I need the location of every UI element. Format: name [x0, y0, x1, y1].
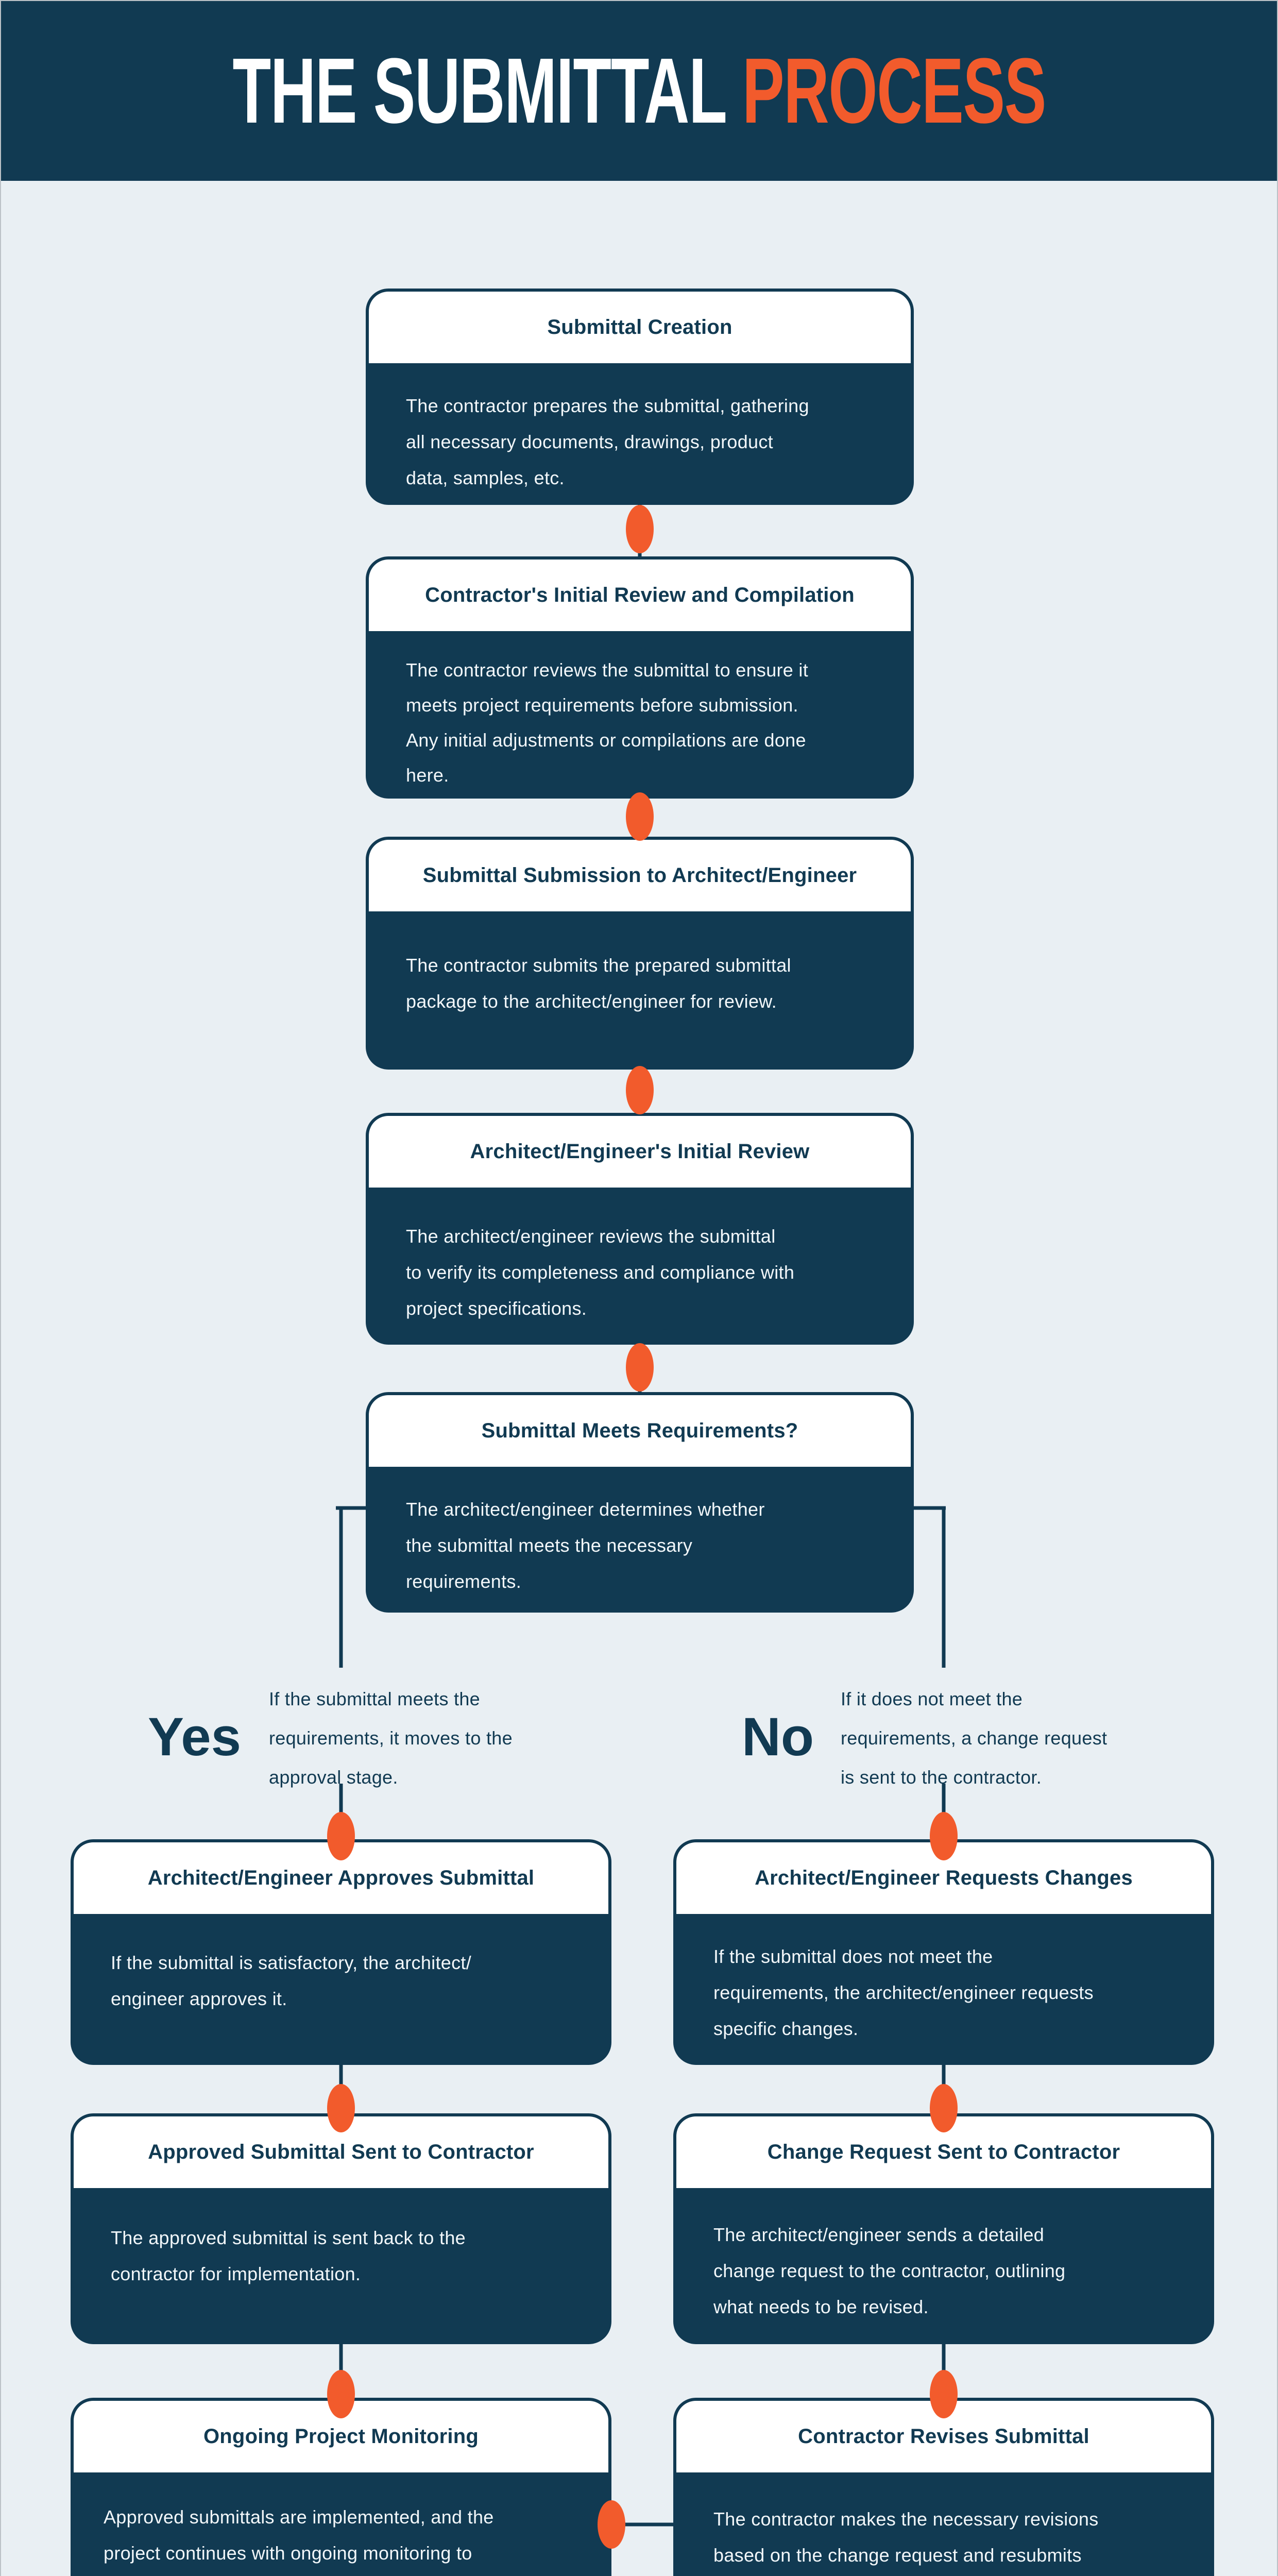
flow-box-description-text: The approved submittal is sent back to t… — [111, 2227, 466, 2284]
flow-box-initial-review-compilation: Contractor's Initial Review and Compilat… — [366, 556, 914, 799]
flow-box-title-text: Ongoing Project Monitoring — [203, 2425, 479, 2448]
flow-box-title-text: Architect/Engineer Approves Submittal — [147, 1867, 535, 1889]
flow-box-title: Submittal Submission to Architect/Engine… — [369, 840, 911, 911]
connector-dot — [327, 2084, 355, 2132]
page-title-primary: THE SUBMITTAL — [232, 39, 742, 143]
flow-box-description-text: The architect/engineer sends a detailed … — [713, 2224, 1066, 2317]
flow-box-title: Submittal Creation — [369, 292, 911, 363]
branch-yes-label: Yes — [148, 1707, 242, 1767]
connector-dot-merge — [598, 2500, 625, 2549]
connector-line-branch-right — [887, 1506, 946, 1510]
flow-box-title-text: Submittal Meets Requirements? — [481, 1419, 798, 1442]
flow-box-description-text: Approved submittals are implemented, and… — [104, 2506, 494, 2564]
flow-box-approves-submittal: Architect/Engineer Approves Submittal If… — [71, 1839, 611, 2065]
flow-box-title-text: Change Request Sent to Contractor — [767, 2141, 1120, 2163]
flow-box-description-text: If the submittal does not meet the requi… — [713, 1946, 1094, 2039]
flow-box-submission-to-architect: Submittal Submission to Architect/Engine… — [366, 837, 914, 1070]
flow-box-description-text: The architect/engineer reviews the submi… — [406, 1226, 795, 1319]
flow-box-approved-sent-to-contractor: Approved Submittal Sent to Contractor Th… — [71, 2113, 611, 2344]
flow-box-description-text: If the submittal is satisfactory, the ar… — [111, 1952, 471, 2009]
flow-box-description: If the submittal does not meet the requi… — [676, 1914, 1211, 2047]
flow-box-architect-initial-review: Architect/Engineer's Initial Review The … — [366, 1113, 914, 1345]
branch-no-label: No — [742, 1707, 814, 1767]
connector-line — [942, 1508, 946, 1668]
connector-dot — [327, 2370, 355, 2418]
flow-box-title-text: Submittal Creation — [547, 316, 732, 338]
flow-box-title: Submittal Meets Requirements? — [369, 1395, 911, 1467]
page-title: THE SUBMITTAL PROCESS — [232, 38, 1046, 144]
flow-box-description: The contractor submits the prepared subm… — [369, 911, 911, 1020]
header-banner: THE SUBMITTAL PROCESS — [1, 1, 1277, 181]
flow-box-description: If the submittal is satisfactory, the ar… — [74, 1914, 608, 2017]
flow-box-description-text: The contractor makes the necessary revis… — [713, 2509, 1099, 2566]
flow-box-description-text: The architect/engineer determines whethe… — [406, 1499, 765, 1592]
connector-dot — [626, 505, 654, 553]
flow-box-description: The contractor prepares the submittal, g… — [369, 363, 911, 496]
connector-line — [339, 1508, 343, 1668]
flow-box-title-text: Approved Submittal Sent to Contractor — [148, 2141, 534, 2163]
connector-dot — [930, 2084, 958, 2132]
flow-box-title: Architect/Engineer's Initial Review — [369, 1116, 911, 1188]
connector-dot — [626, 1343, 654, 1392]
flow-box-description: The architect/engineer reviews the submi… — [369, 1188, 911, 1327]
connector-dot — [626, 792, 654, 841]
flow-box-description: The contractor makes the necessary revis… — [676, 2472, 1211, 2576]
flow-box-title: Contractor's Initial Review and Compilat… — [369, 560, 911, 631]
flow-box-ongoing-monitoring: Ongoing Project Monitoring Approved subm… — [71, 2398, 611, 2576]
flow-box-title-text: Architect/Engineer Requests Changes — [755, 1867, 1133, 1889]
flow-box-contractor-revises: Contractor Revises Submittal The contrac… — [673, 2398, 1214, 2576]
connector-line-merge — [611, 2522, 676, 2527]
flow-box-submittal-creation: Submittal Creation The contractor prepar… — [366, 289, 914, 505]
flow-box-description: Approved submittals are implemented, and… — [74, 2472, 608, 2576]
flow-box-description: The approved submittal is sent back to t… — [74, 2188, 608, 2292]
connector-dot — [930, 2370, 958, 2418]
flow-box-title-text: Submittal Submission to Architect/Engine… — [422, 864, 857, 887]
connector-line — [942, 1784, 946, 1839]
flow-box-description-text: The contractor prepares the submittal, g… — [406, 395, 809, 488]
page-title-accent: PROCESS — [742, 39, 1046, 143]
flow-box-description: The architect/engineer determines whethe… — [369, 1467, 911, 1600]
branch-no-description: If it does not meet the requirements, a … — [841, 1688, 1107, 1788]
connector-dot — [930, 1812, 958, 1860]
flow-box-description: The architect/engineer sends a detailed … — [676, 2188, 1211, 2325]
flow-box-title-text: Contractor's Initial Review and Compilat… — [425, 584, 855, 606]
flow-box-title-text: Architect/Engineer's Initial Review — [470, 1140, 810, 1163]
connector-dot — [626, 1066, 654, 1114]
flow-box-change-request-sent: Change Request Sent to Contractor The ar… — [673, 2113, 1214, 2344]
flow-box-title-text: Contractor Revises Submittal — [798, 2425, 1089, 2448]
flow-box-description-text: The contractor reviews the submittal to … — [406, 659, 809, 786]
connector-line — [339, 1784, 343, 1839]
connector-line-branch-left — [336, 1506, 393, 1510]
branch-yes-description: If the submittal meets the requirements,… — [269, 1688, 513, 1788]
flow-box-requests-changes: Architect/Engineer Requests Changes If t… — [673, 1839, 1214, 2065]
connector-dot — [327, 1812, 355, 1860]
flow-box-description-text: The contractor submits the prepared subm… — [406, 955, 791, 1012]
flow-box-description: The contractor reviews the submittal to … — [369, 631, 911, 793]
flow-box-meets-requirements: Submittal Meets Requirements? The archit… — [366, 1392, 914, 1613]
